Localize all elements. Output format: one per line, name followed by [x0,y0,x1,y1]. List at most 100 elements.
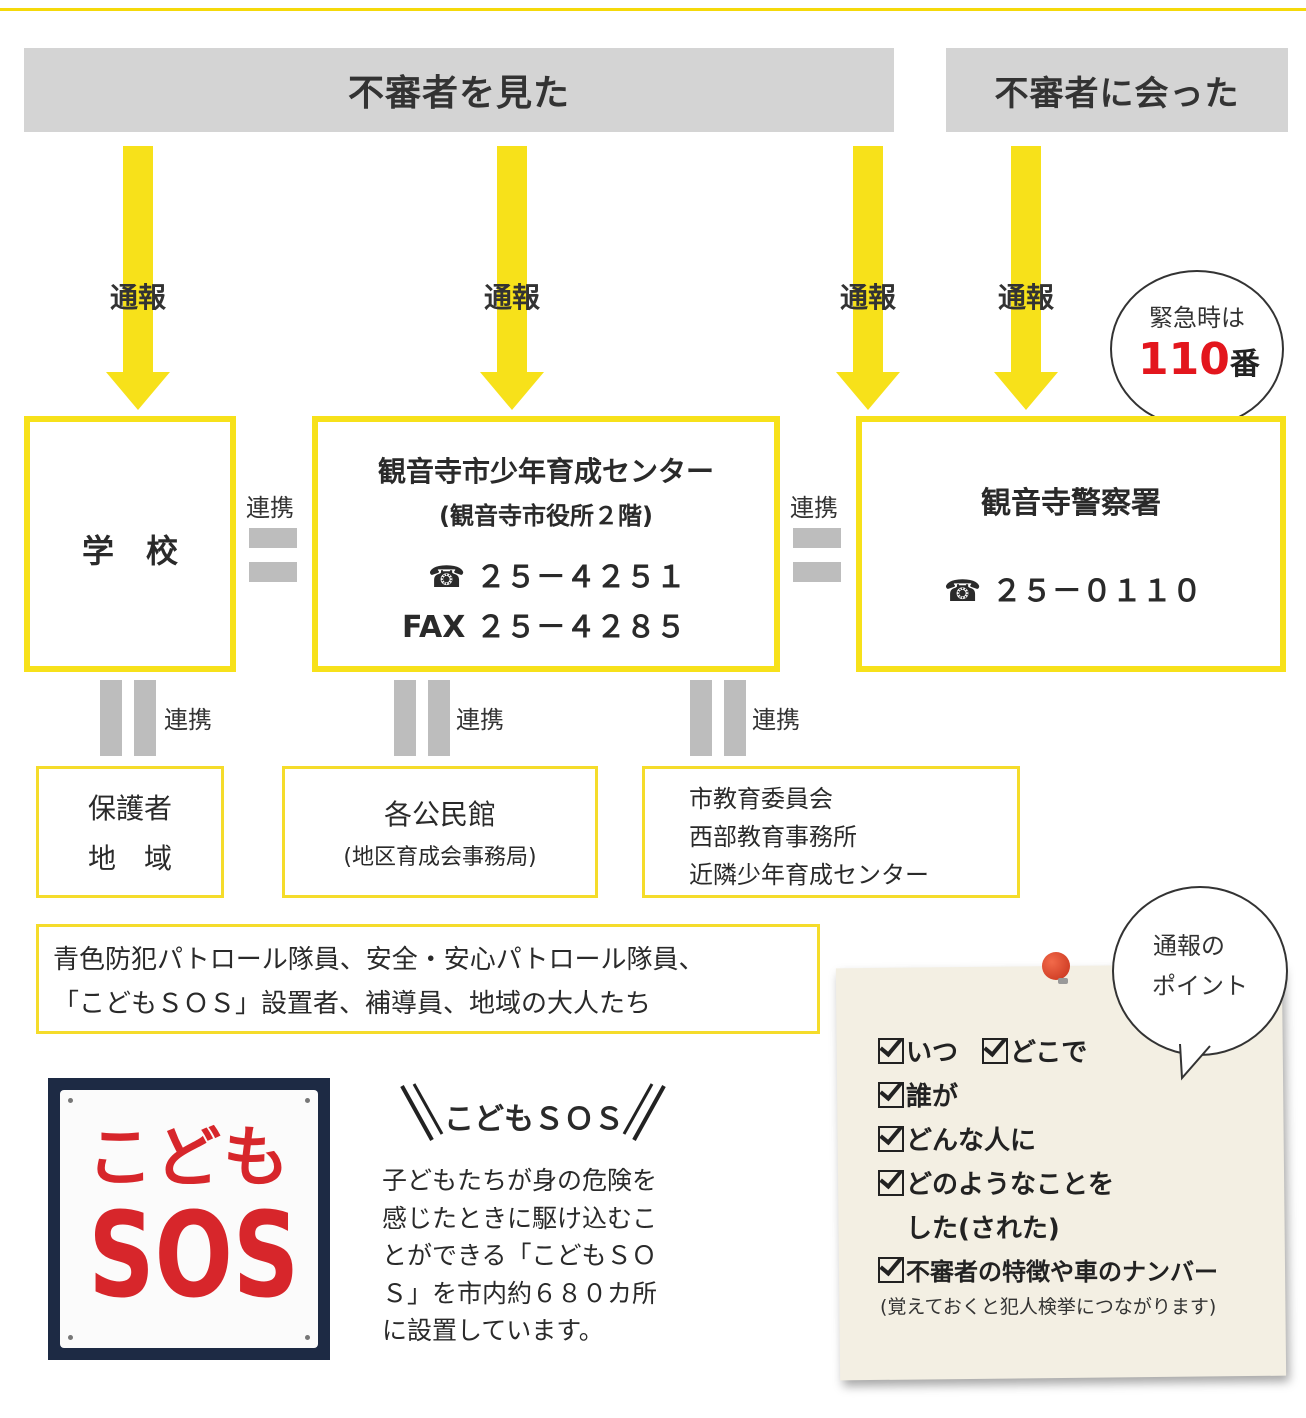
sign-plate: こども SOS [60,1090,318,1348]
checklist-item-when-where: いつ どこで [878,1032,1087,1069]
header-saw-suspicious: 不審者を見た [24,48,894,132]
youth-center-location: (観音寺市役所２階) [439,502,653,530]
report-label-3: 通報 [839,281,896,314]
youth-center-box: 観音寺市少年育成センター (観音寺市役所２階) ☎ ２５－４２５１ FAX ２５… [312,416,780,672]
sign-bottom-text: SOS [88,1186,300,1324]
link-label-school-center: 連携 [246,494,294,522]
kodomo-sos-desc-line: に設置しています。 [382,1316,604,1345]
kodomo-sos-desc-line: Ｓ」を市内約６８０カ所 [382,1278,658,1308]
school-name: 学 校 [81,532,178,570]
education-board-line1: 市教育委員会 [689,785,833,813]
emergency-number-suffix: 番 [1229,347,1260,382]
vlink-bar-c1 [690,680,712,756]
education-board-box: 市教育委員会 西部教育事務所 近隣少年育成センター [642,766,1020,898]
checklist-where: どこで [1010,1038,1088,1068]
vlink-bar-b2 [428,680,450,756]
school-box: 学 校 [24,416,236,672]
arrow-to-police-from-met [994,146,1058,410]
points-bubble-line2: ポイント [1152,972,1248,1000]
kodomo-sos-desc-line: 子どもたちが身の危険を [382,1166,658,1195]
vlink-bar-a1 [100,680,122,756]
kominkan-label: 各公民館 [383,798,496,831]
guardians-box: 保護者 地 域 [36,766,224,898]
emergency-number: 110番 [1138,334,1260,385]
community-label: 地 域 [87,842,172,875]
youth-center-fax: FAX ２５－４２８５ [402,610,686,645]
youth-center-name: 観音寺市少年育成センター [377,455,714,488]
checklist-item-what: どのようなことを [878,1164,1114,1201]
header-met-label: 不審者に会った [994,73,1240,114]
checkbox-checked-icon [878,1082,904,1108]
checklist-to-whom: どんな人に [906,1126,1037,1156]
youth-center-tel: ☎ ２５－４２５１ [428,552,686,596]
kodomo-sos-desc-line: 感じたときに駆け込むこ [382,1203,658,1233]
header-saw-label: 不審者を見た [347,73,570,114]
header-met-suspicious: 不審者に会った [946,48,1288,132]
kominkan-sub: (地区育成会事務局) [343,845,537,870]
guardians-label: 保護者 [87,792,172,825]
emergency-number-value: 110 [1138,334,1230,385]
title-slash-left-icon [400,1083,444,1141]
link-label-center-police: 連携 [790,494,838,522]
vlink-bar-b1 [394,680,416,756]
report-label-1: 通報 [109,281,166,314]
points-bubble: 通報の ポイント [1112,886,1288,1056]
emergency-bubble-text: 緊急時は [1149,304,1245,332]
checklist-item-features: 不審者の特徴や車のナンバー [878,1252,1218,1287]
checkbox-checked-icon [878,1038,904,1064]
checklist-features: 不審者の特徴や車のナンバー [906,1258,1218,1286]
points-bubble-tail [1179,1044,1211,1081]
sign-top-text: こども [87,1119,291,1196]
vlink-label-3: 連携 [752,706,800,734]
link-bar-top-2 [793,528,841,548]
link-bar-bottom-1 [249,562,297,582]
police-box: 観音寺警察署 ☎ ２５－０１１０ [856,416,1286,672]
pushpin-needle [1058,978,1068,984]
kodomo-sos-sign: こども SOS [48,1078,330,1360]
vlink-bar-c2 [724,680,746,756]
education-board-line3: 近隣少年育成センター [689,861,929,889]
top-border-line [0,8,1306,11]
pushpin-icon [1042,952,1070,980]
checkbox-checked-icon [982,1038,1009,1064]
report-label-2: 通報 [483,281,540,314]
phone-icon: ☎ [944,574,982,609]
kodomo-sos-title: こどもＳＯＳ [444,1102,624,1137]
education-board-line2: 西部教育事務所 [689,823,857,851]
checklist-note: (覚えておくと犯人検挙につながります) [880,1296,1217,1318]
checklist-who: 誰が [906,1082,959,1112]
patrol-box: 青色防犯パトロール隊員、安全・安心パトロール隊員、 「こどもＳＯＳ」設置者、補導… [36,924,820,1034]
police-name: 観音寺警察署 [981,486,1161,521]
points-bubble-line1: 通報の [1153,932,1225,960]
screw-icon [305,1098,310,1103]
kodomo-sos-desc-line: とができる「こどもＳＯ [382,1241,657,1270]
report-label-4: 通報 [997,281,1054,314]
checklist-what: どのようなことを [906,1170,1115,1200]
kominkan-box: 各公民館 (地区育成会事務局) [282,766,598,898]
screw-icon [305,1335,310,1340]
checkbox-checked-icon [878,1257,904,1283]
screw-icon [68,1098,73,1103]
checkbox-checked-icon [878,1170,904,1196]
police-tel: ☎ ２５－０１１０ [944,566,1202,610]
vlink-label-1: 連携 [164,706,212,734]
screw-icon [68,1335,73,1340]
checklist-item-who: 誰が [878,1076,958,1113]
emergency-bubble: 緊急時は 110番 [1110,270,1284,428]
phone-icon: ☎ [428,560,466,595]
arrow-to-police-from-saw [836,146,900,410]
arrow-to-center [480,146,544,410]
link-bar-top-1 [249,528,297,548]
patrol-line2: 「こどもＳＯＳ」設置者、補導員、地域の大人たち [53,989,652,1019]
kodomo-sos-description: 子どもたちが身の危険を 感じたときに駆け込むこ とができる「こどもＳＯ Ｓ」を市… [382,1162,657,1350]
title-slash-right-icon [622,1083,666,1141]
vlink-label-2: 連携 [456,706,504,734]
checkbox-checked-icon [878,1126,904,1152]
vlink-bar-a2 [134,680,156,756]
link-bar-bottom-2 [793,562,841,582]
patrol-line1: 青色防犯パトロール隊員、安全・安心パトロール隊員、 [53,945,705,975]
checklist-when: いつ [906,1038,959,1068]
arrow-to-school [106,146,170,410]
checklist-item-what-cont: した(された) [906,1214,1060,1244]
police-tel-number: ２５－０１１０ [991,574,1202,609]
